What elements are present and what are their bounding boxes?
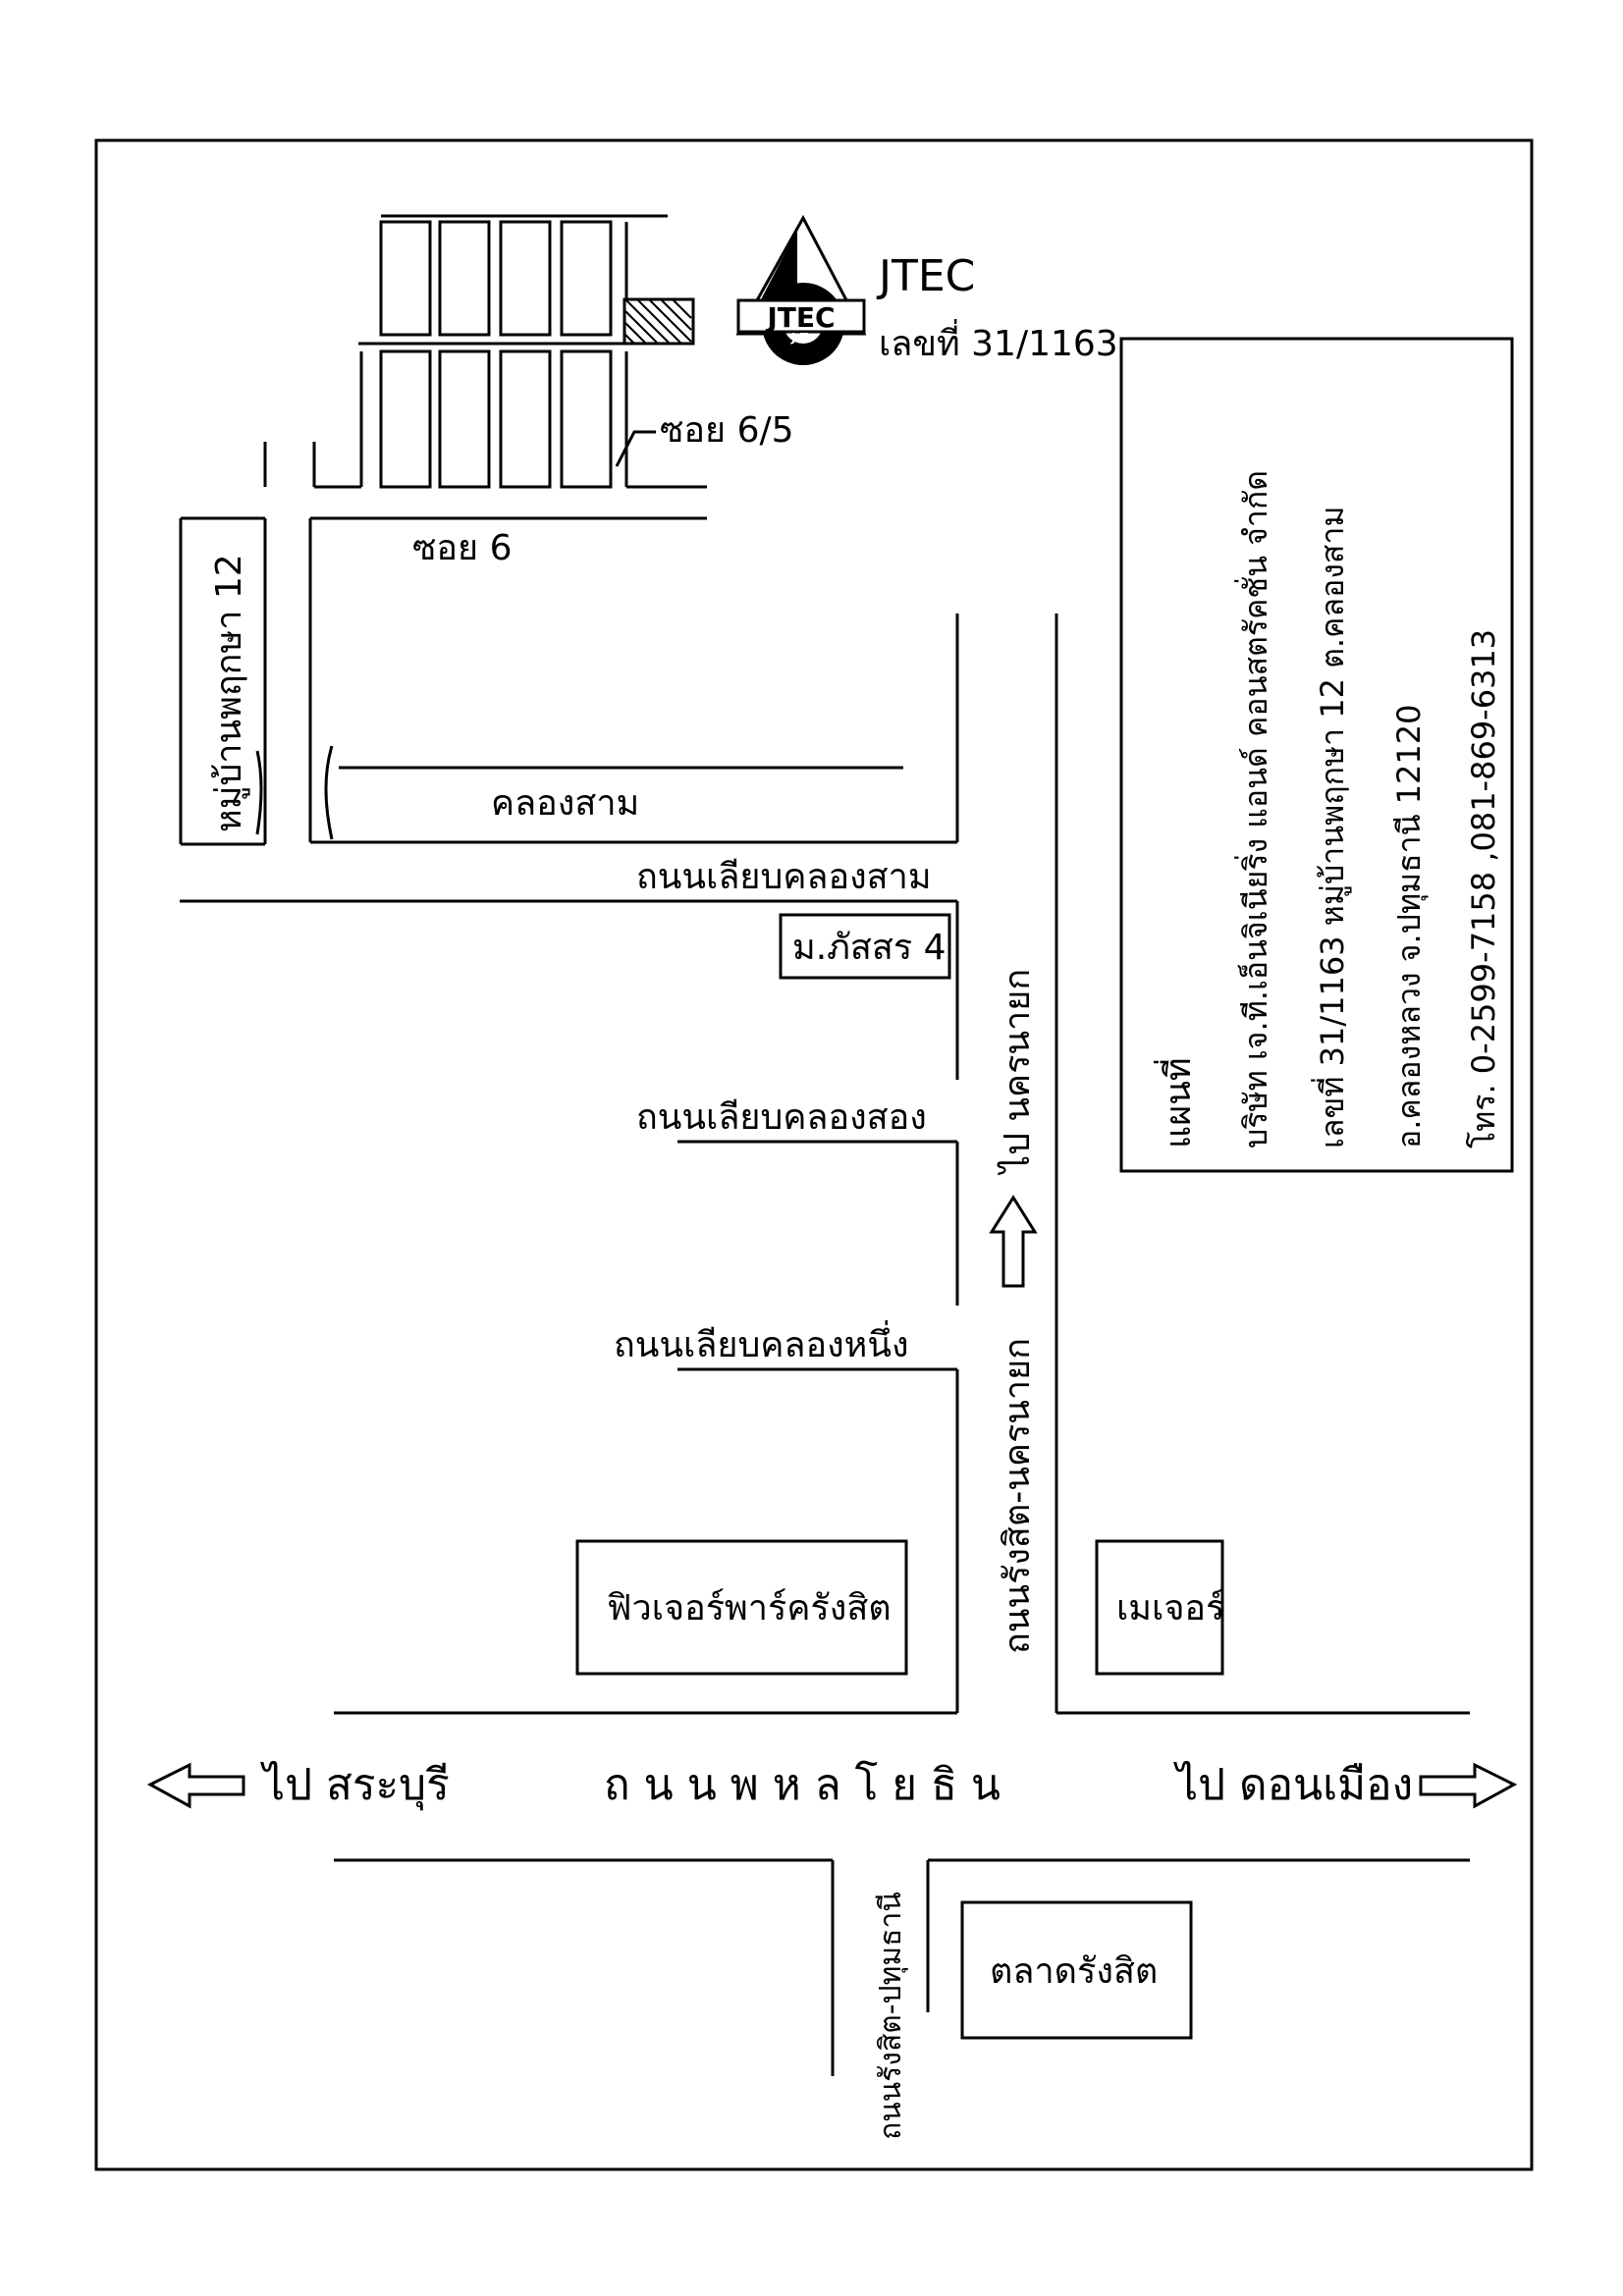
company-name: JTEC	[876, 251, 975, 301]
block	[560, 220, 613, 337]
road-canal-three-label: ถนนเลียบคลองสาม	[636, 857, 932, 897]
logo-subtext: J.T.	[790, 331, 811, 345]
canal-three-label: คลองสาม	[491, 783, 639, 824]
to-saraburi-label: ไป สระบุรี	[260, 1760, 450, 1811]
future-park-label: ฟิวเจอร์พาร์ครังสิต	[607, 1588, 892, 1629]
block	[379, 220, 432, 337]
arrow-east-icon	[1419, 1762, 1518, 1809]
soi-6-5-label: ซอย 6/5	[660, 410, 794, 451]
talad-rangsit-label: ตลาดรังสิต	[990, 1951, 1158, 1992]
housing-blocks	[312, 214, 707, 489]
road-canal-one-label: ถนนเลียบคลองหนึ่ง	[614, 1320, 909, 1365]
arrow-north-icon	[989, 1195, 1038, 1288]
info-line-company: บริษัท เจ.ที.เอ็นจิเนียริ่ง แอนด์ คอนสตร…	[1234, 470, 1274, 1148]
company-address-short: เลขที่ 31/1163	[879, 319, 1118, 364]
village-roads	[179, 442, 959, 846]
future-park-box	[575, 1539, 908, 1676]
talad-rangsit-box	[960, 1900, 1193, 2040]
block	[560, 349, 613, 489]
to-nakhon-nayok-label: ไป นครนายก	[997, 969, 1038, 1176]
block	[379, 349, 432, 489]
road-canal-two-label: ถนนเลียบคลองสอง	[636, 1097, 927, 1138]
phahonyothin-label: ถ น น พ ห ล โ ย ธิ น	[604, 1760, 1001, 1810]
info-line-phone: โทร. 0-2599-7158 ,081-869-6313	[1465, 629, 1502, 1148]
info-box	[1119, 337, 1514, 1173]
block	[499, 220, 552, 337]
rangsit-pathum-road-label: ถนนรังสิต-ปทุมธานี	[874, 1892, 909, 2140]
info-line-title: แผนที่	[1154, 1057, 1199, 1148]
village-label: หมู่บ้านพฤกษา 12	[209, 554, 250, 832]
soi-6-label: ซอย 6	[412, 528, 513, 568]
m-phatsorn-box	[779, 913, 951, 980]
to-don-mueang-label: ไป ดอนเมือง	[1173, 1760, 1413, 1810]
info-line-address: เลขที่ 31/1163 หมู่บ้านพฤกษา 12 ต.คลองสา…	[1311, 506, 1352, 1148]
logo-text: JTEC	[765, 301, 835, 334]
block	[499, 349, 552, 489]
map-frame	[94, 138, 1534, 2171]
block	[438, 349, 491, 489]
major-box	[1095, 1539, 1224, 1676]
major-label: เมเจอร์	[1116, 1588, 1224, 1629]
m-phatsorn-label: ม.ภัสสร 4	[792, 928, 947, 968]
jtec-logo: JTEC J.T.	[735, 214, 867, 365]
info-line-district: อ.คลองหลวง จ.ปทุมธานี 12120	[1390, 705, 1429, 1148]
rangsit-nakhon-nayok-road-label: ถนนรังสิต-นครนายก	[998, 1338, 1038, 1654]
block	[438, 220, 491, 337]
arrow-west-icon	[146, 1762, 245, 1809]
